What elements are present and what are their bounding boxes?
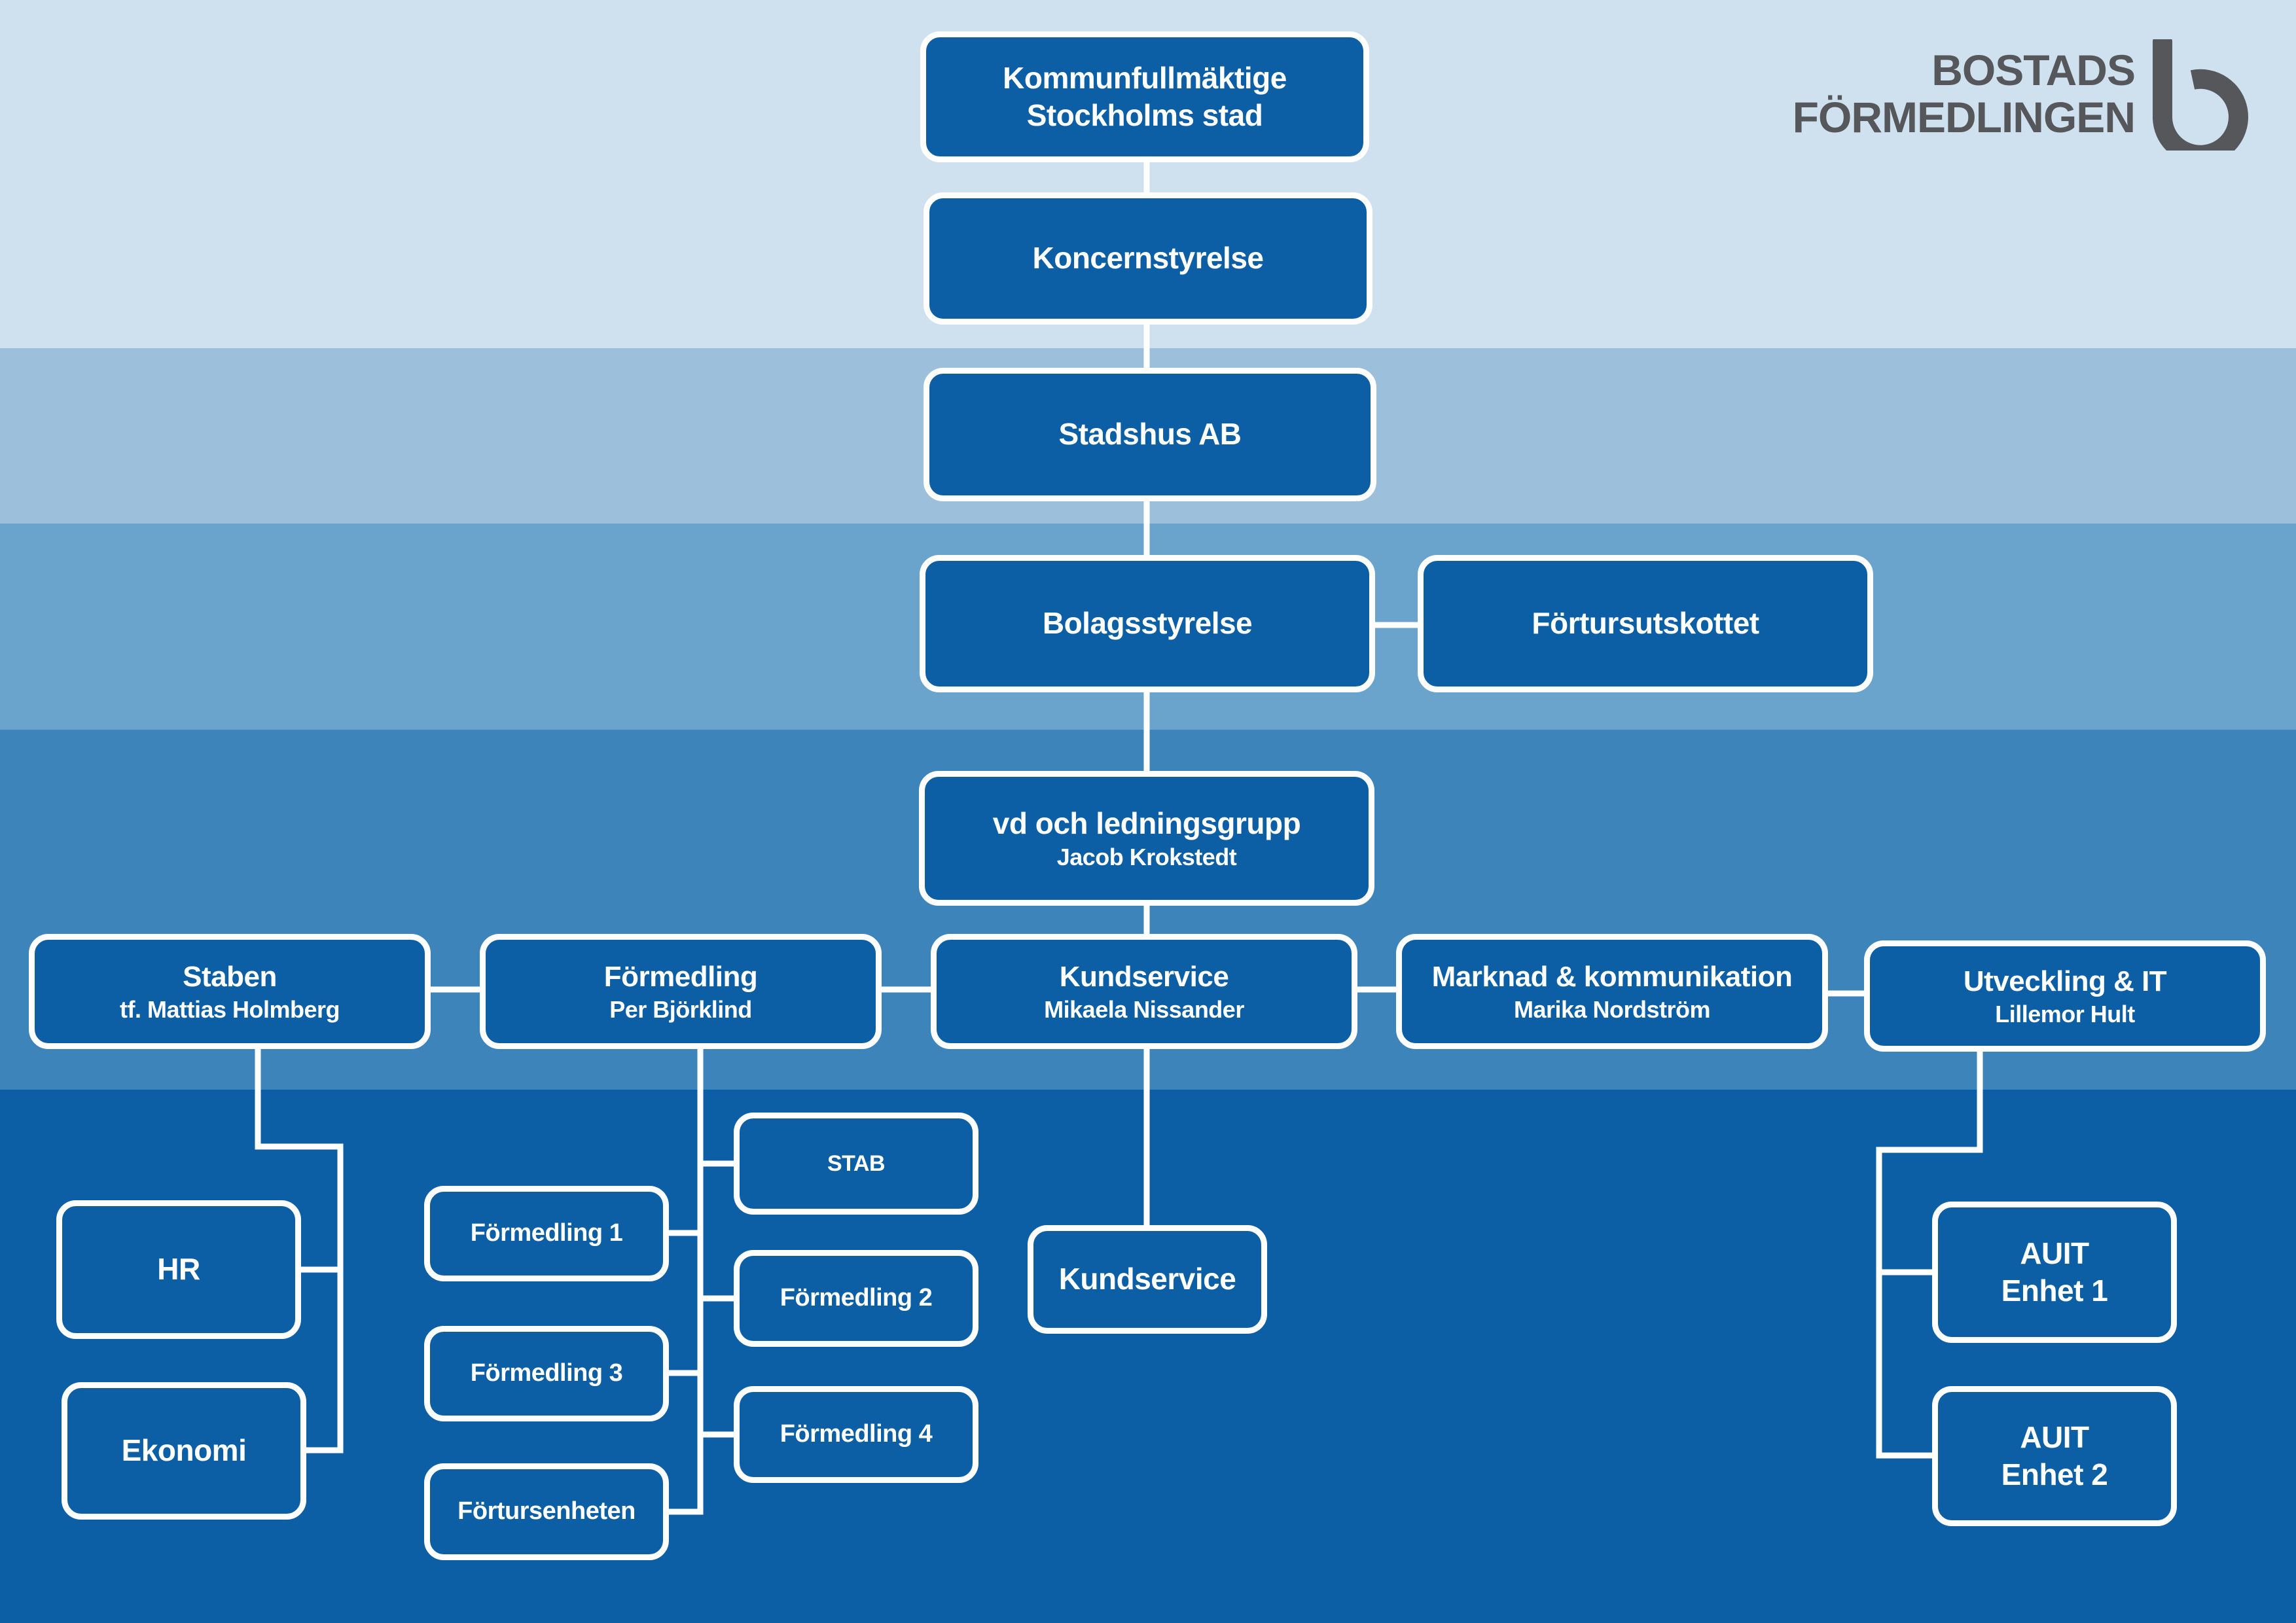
node-kommunfullmaktige[interactable]: Kommunfullmäktige Stockholms stad — [920, 31, 1369, 162]
node-title: Stadshus AB — [1058, 417, 1242, 452]
node-hr[interactable]: HR — [56, 1200, 301, 1339]
node-fortursutskottet[interactable]: Förtursutskottet — [1418, 555, 1873, 692]
node-title: Förmedling 3 — [470, 1359, 623, 1387]
node-kundservice-unit[interactable]: Kundservice — [1028, 1225, 1267, 1334]
node-auit-enhet-1[interactable]: AUIT Enhet 1 — [1932, 1202, 2177, 1343]
node-title: STAB — [827, 1150, 886, 1176]
node-subtitle: Jacob Krokstedt — [1056, 844, 1237, 871]
logo-line-1: BOSTADS — [1931, 46, 2136, 94]
node-title: Utveckling & IT — [1963, 965, 2167, 997]
node-title: Förmedling — [603, 961, 758, 993]
node-formedling-3[interactable]: Förmedling 3 — [424, 1326, 669, 1421]
node-title: HR — [157, 1252, 200, 1287]
connector — [1876, 1044, 1983, 1459]
node-formedling[interactable]: Förmedling Per Björklind — [480, 934, 882, 1049]
node-title: Förmedling 4 — [780, 1420, 933, 1448]
node-title: Kundservice — [1058, 1262, 1236, 1296]
node-title: Förmedling 2 — [780, 1284, 933, 1312]
node-ekonomi[interactable]: Ekonomi — [62, 1382, 306, 1520]
node-title: Förtursenheten — [457, 1497, 636, 1525]
node-subtitle: Lillemor Hult — [1995, 1001, 2135, 1027]
node-title: Staben — [183, 961, 277, 993]
node-stadshus-ab[interactable]: Stadshus AB — [924, 368, 1376, 501]
node-title-line-2: Enhet 2 — [2001, 1457, 2108, 1491]
node-koncernstyrelse[interactable]: Koncernstyrelse — [924, 192, 1372, 325]
node-title: Bolagsstyrelse — [1042, 606, 1253, 641]
node-title: Kundservice — [1059, 961, 1229, 993]
logo-line-2: FÖRMEDLINGEN — [1792, 93, 2136, 141]
node-subtitle: Per Björklind — [609, 996, 752, 1023]
node-utveckling-it[interactable]: Utveckling & IT Lillemor Hult — [1864, 940, 2266, 1052]
node-vd-ledningsgrupp[interactable]: vd och ledningsgrupp Jacob Krokstedt — [919, 771, 1374, 906]
node-title: Ekonomi — [121, 1433, 247, 1468]
node-title: Förmedling 1 — [470, 1219, 623, 1247]
node-title: Marknad & kommunikation — [1431, 961, 1793, 993]
node-subtitle: Marika Nordström — [1513, 996, 1711, 1023]
node-subtitle: Stockholms stad — [1026, 98, 1263, 132]
bostadsformedlingen-logo: BOSTADS FÖRMEDLINGEN — [1793, 39, 2271, 151]
node-bolagsstyrelse[interactable]: Bolagsstyrelse — [920, 555, 1375, 692]
node-fortursenheten[interactable]: Förtursenheten — [424, 1463, 669, 1560]
node-subtitle: tf. Mattias Holmberg — [119, 996, 340, 1023]
node-kundservice[interactable]: Kundservice Mikaela Nissander — [931, 934, 1357, 1049]
node-formedling-4[interactable]: Förmedling 4 — [734, 1386, 978, 1483]
node-formedling-1[interactable]: Förmedling 1 — [424, 1186, 669, 1281]
node-subtitle: Mikaela Nissander — [1044, 996, 1244, 1023]
node-title-line-2: Enhet 1 — [2001, 1274, 2108, 1308]
connector — [255, 1044, 344, 1454]
logo-b-mark-icon — [2153, 39, 2248, 151]
node-title: vd och ledningsgrupp — [992, 806, 1301, 840]
node-title: Kommunfullmäktige — [1003, 60, 1287, 95]
node-staben[interactable]: Staben tf. Mattias Holmberg — [29, 934, 431, 1049]
node-title: Förtursutskottet — [1532, 606, 1759, 641]
node-stab[interactable]: STAB — [734, 1113, 978, 1215]
node-title: Koncernstyrelse — [1032, 241, 1265, 276]
node-title-line-1: AUIT — [2020, 1419, 2089, 1454]
node-auit-enhet-2[interactable]: AUIT Enhet 2 — [1932, 1386, 2177, 1526]
node-formedling-2[interactable]: Förmedling 2 — [734, 1250, 978, 1347]
node-marknad-kommunikation[interactable]: Marknad & kommunikation Marika Nordström — [1396, 934, 1828, 1049]
node-title-line-1: AUIT — [2020, 1236, 2089, 1270]
